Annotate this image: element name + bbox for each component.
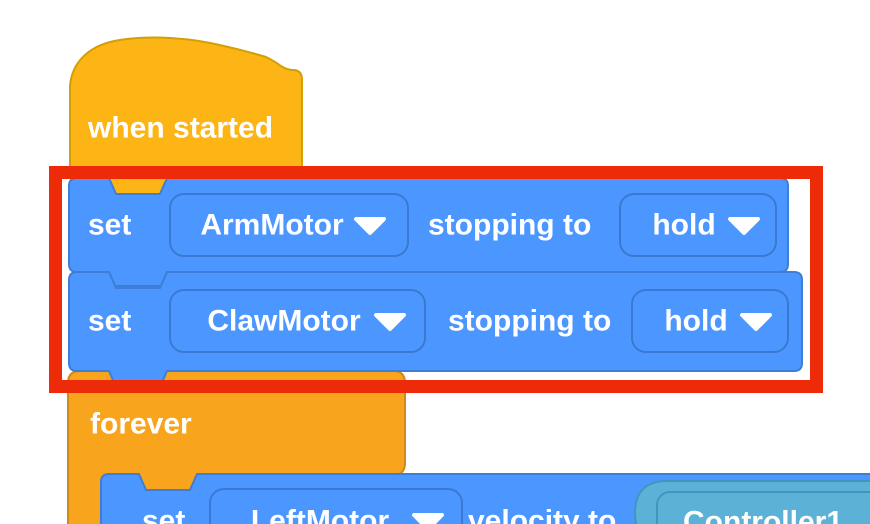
hold-mode-dropdown-label: hold	[652, 209, 715, 242]
forever-label: forever	[90, 408, 192, 441]
set-keyword-label: set	[142, 505, 185, 524]
left-motor-dropdown-label: LeftMotor	[251, 505, 390, 524]
arm-motor-dropdown-label: ArmMotor	[200, 209, 344, 242]
dropdown-caret-icon	[374, 313, 406, 331]
set-keyword-label: set	[88, 209, 131, 242]
set-stopping-block-clawmotor[interactable]: set ClawMotor stopping to hold	[68, 271, 803, 386]
stopping-to-label: stopping to	[428, 209, 591, 242]
claw-motor-dropdown[interactable]	[169, 289, 426, 353]
highlight-rectangle	[49, 166, 823, 393]
controller-dropdown[interactable]	[656, 491, 870, 524]
hold-mode-dropdown[interactable]	[631, 289, 789, 353]
set-keyword-label: set	[88, 305, 131, 338]
controller-dropdown-label: Controller1	[683, 506, 843, 524]
left-motor-dropdown[interactable]	[209, 488, 463, 524]
dropdown-caret-icon	[354, 217, 386, 235]
when-started-block[interactable]: when started	[69, 36, 303, 196]
hold-mode-dropdown[interactable]	[619, 193, 777, 257]
dropdown-caret-icon	[728, 217, 760, 235]
dropdown-caret-icon	[740, 313, 772, 331]
arm-motor-dropdown[interactable]	[169, 193, 409, 257]
set-stopping-block-armmotor[interactable]: set ArmMotor stopping to hold	[68, 177, 789, 287]
stopping-to-label: stopping to	[448, 305, 611, 338]
dropdown-caret-icon	[412, 513, 444, 524]
when-started-label: when started	[87, 112, 273, 145]
velocity-to-label: velocity to	[468, 505, 616, 524]
hold-mode-dropdown-label: hold	[664, 305, 727, 338]
set-velocity-block[interactable]: set LeftMotor velocity to Controller1	[100, 473, 870, 524]
claw-motor-dropdown-label: ClawMotor	[207, 305, 361, 338]
